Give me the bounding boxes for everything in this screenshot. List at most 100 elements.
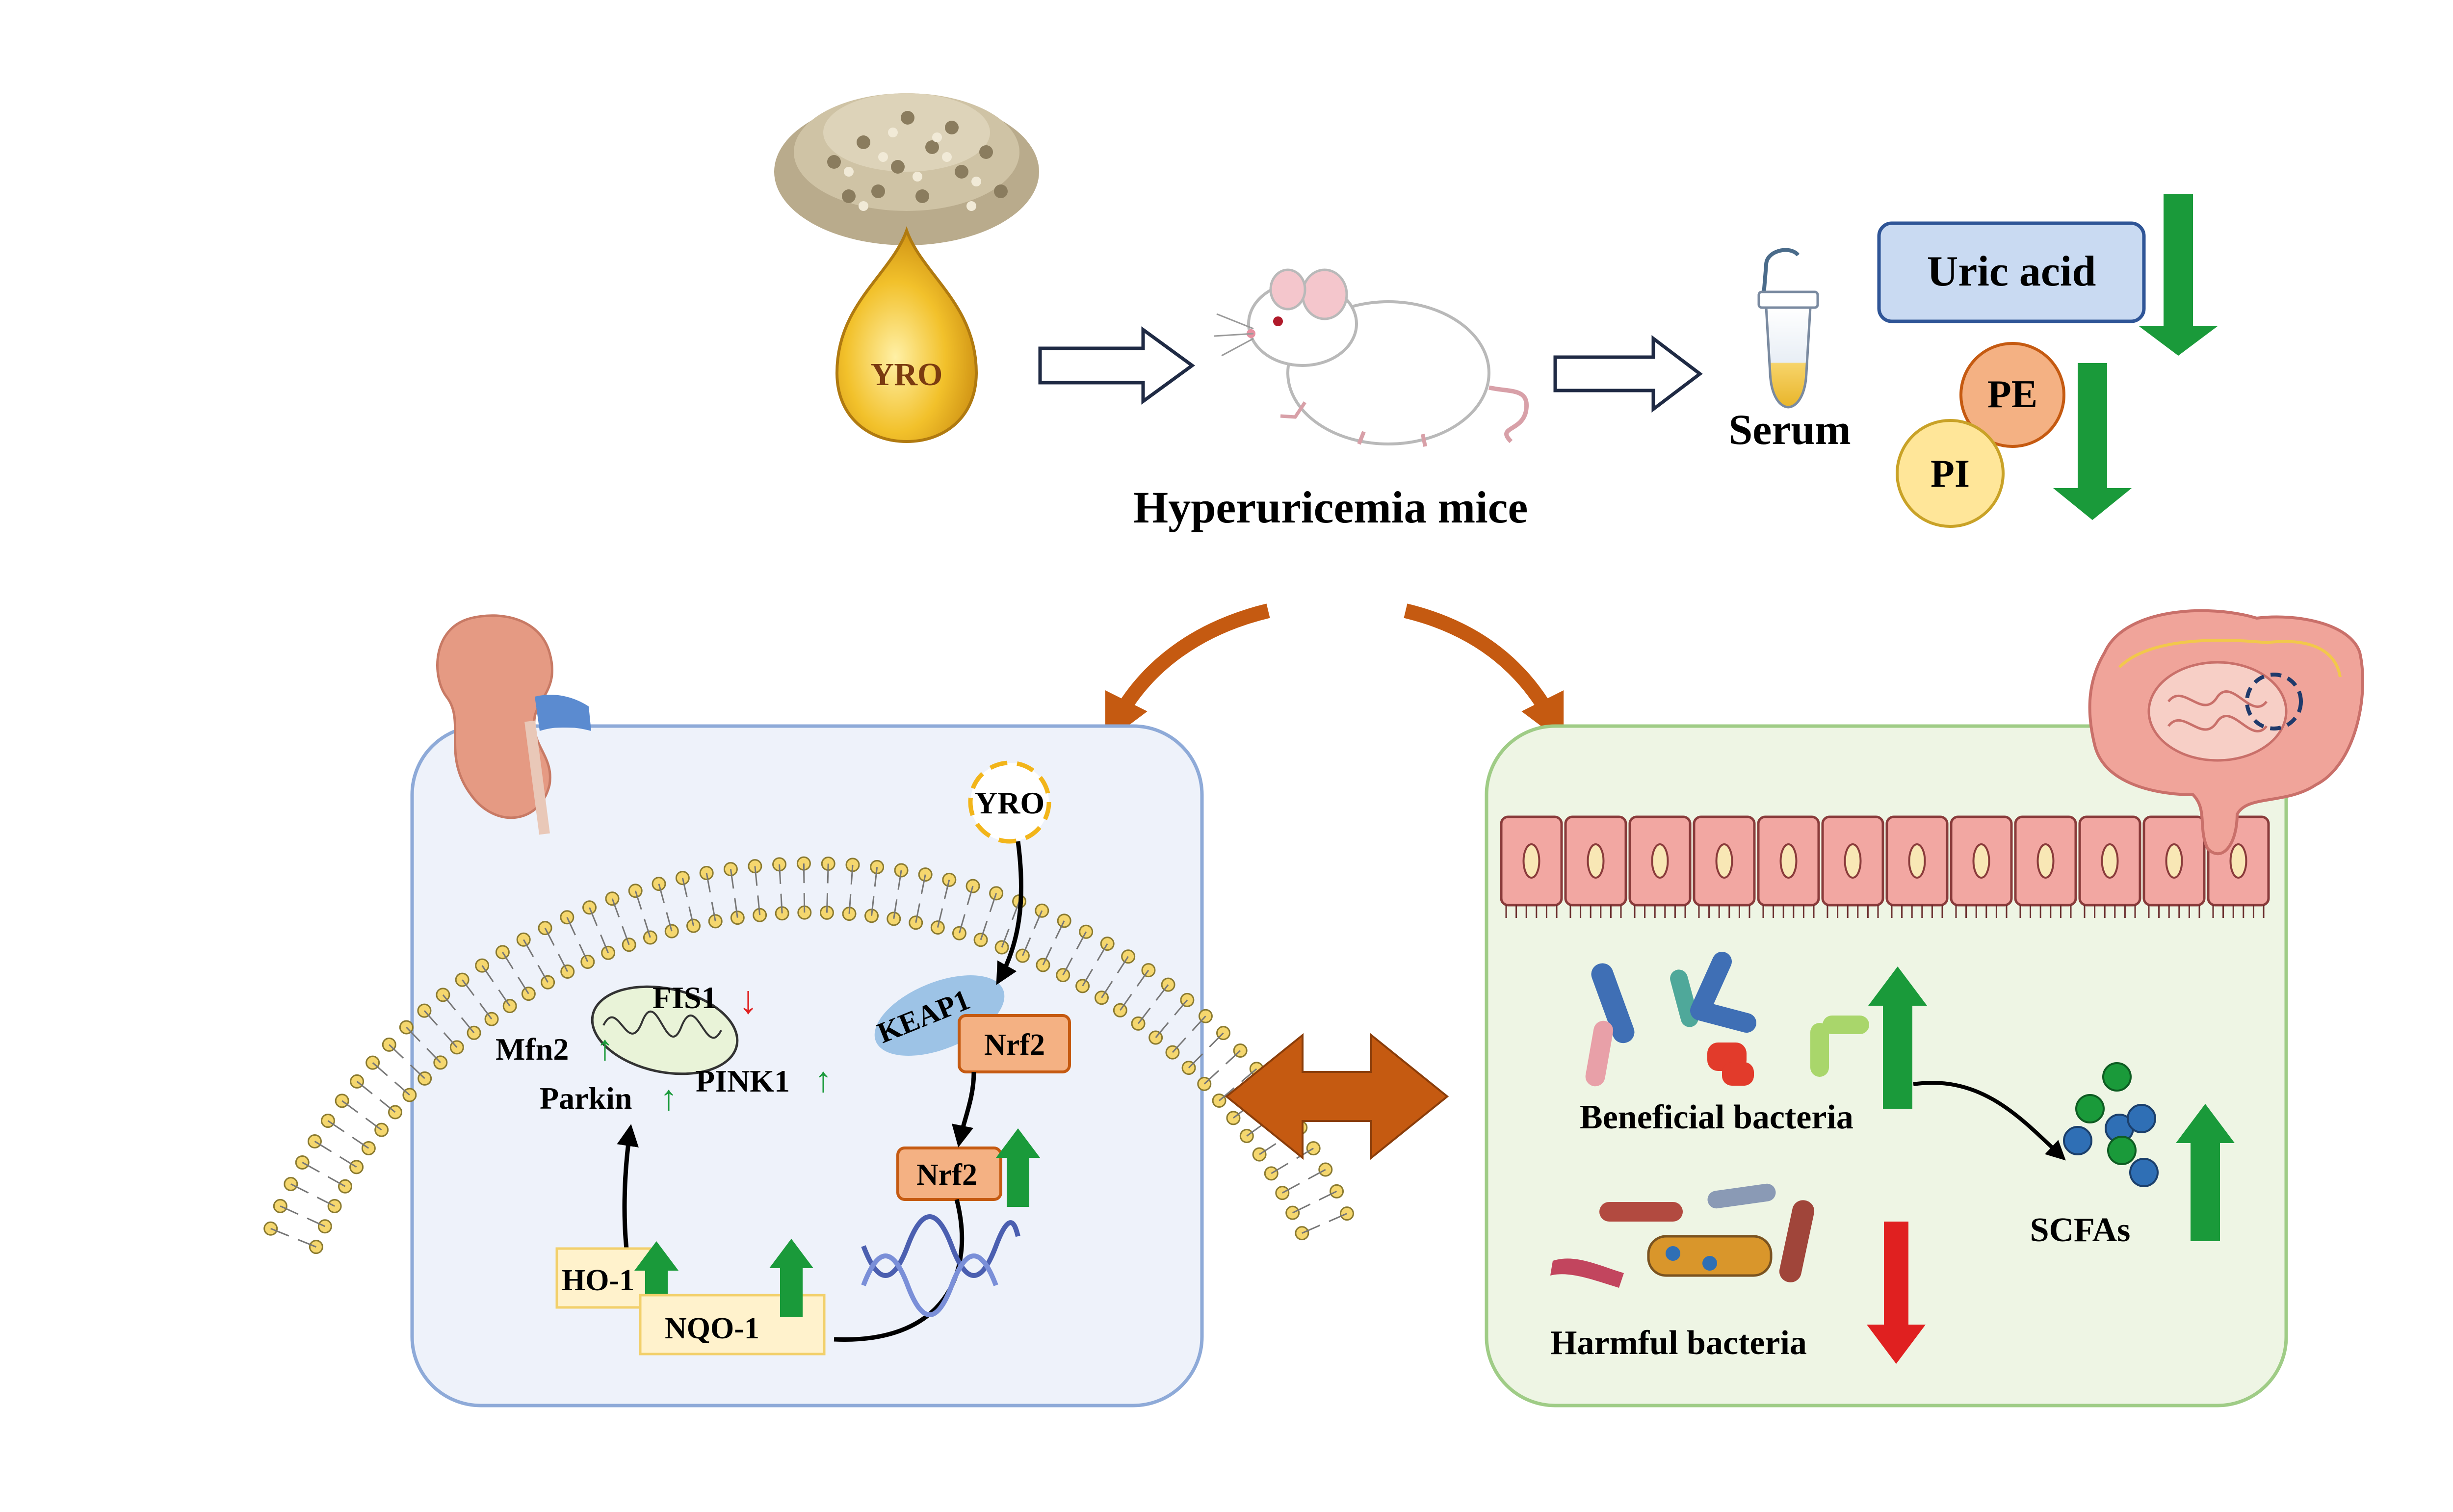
lipid-tail: [410, 1064, 425, 1079]
nqo1-label: NQO-1: [665, 1312, 759, 1345]
mitochondrion-icon: [591, 985, 739, 1075]
lipid-tail: [1307, 1169, 1326, 1180]
lipid-tail: [1033, 910, 1043, 929]
lipid-tail: [566, 917, 576, 936]
lipid-tail: [1101, 981, 1113, 998]
nrf2-bottom-label: Nrf2: [916, 1158, 977, 1192]
cell-nucleus: [1587, 843, 1605, 879]
lipid-tail: [681, 878, 688, 897]
nrf2-top-label: Nrf2: [984, 1028, 1045, 1062]
lipid-tail: [578, 943, 589, 963]
mice-label: Hyperuricemia mice: [1133, 482, 1528, 532]
lipid-tail: [517, 976, 529, 994]
lipid-tail: [307, 1217, 325, 1227]
lipid-tail: [871, 896, 875, 916]
lipid-tail: [352, 1136, 369, 1149]
lipid-tail: [1055, 920, 1065, 939]
lipid-tail: [658, 884, 665, 903]
lipid-tail: [1282, 1183, 1300, 1194]
lipid-tail: [327, 1120, 345, 1133]
lipid-tail: [1174, 999, 1188, 1016]
pi-circle: [1896, 419, 2005, 528]
branch-arrow-left: [1105, 603, 1270, 743]
lipid-tail: [423, 1010, 438, 1026]
lipid-tail: [1203, 1070, 1220, 1085]
lipid-tail: [1172, 1037, 1187, 1053]
lipid-tail: [537, 965, 548, 983]
lipid-tail: [1225, 1050, 1241, 1065]
lipid-tail: [1292, 1203, 1311, 1214]
lipid-tail: [666, 912, 673, 932]
lipid-tail: [1042, 947, 1052, 965]
lipid-tail: [479, 1003, 493, 1020]
cell-nucleus: [1844, 843, 1862, 879]
lipid-tail: [757, 895, 761, 915]
cell-nucleus: [1651, 843, 1669, 879]
lipid-tail: [498, 989, 511, 1007]
lipid-head: [994, 940, 1009, 955]
lipid-tail: [1022, 937, 1031, 956]
lipid-tail: [1120, 993, 1132, 1011]
harmful-down-arrow: [1867, 1222, 1926, 1364]
cell-nucleus: [2036, 843, 2055, 879]
nrf2-box-bottom: [896, 1147, 1002, 1201]
lipid-tail: [1219, 1087, 1235, 1101]
beneficial-bacteria-icon: [1585, 952, 1869, 1087]
pe-label: PE: [1987, 373, 2037, 416]
flow-arrow-2: [1553, 335, 1703, 413]
lipid-tail: [1155, 1022, 1169, 1038]
scfas-label: SCFAs: [2030, 1211, 2131, 1249]
lipid-tail: [1302, 1225, 1321, 1234]
lipid-tail: [915, 903, 920, 923]
cell-membrane: [263, 856, 1354, 1254]
lipid-tail: [874, 867, 878, 887]
lipid-tail: [1011, 901, 1020, 920]
yro-to-keap1-arrow: [996, 841, 1023, 985]
lipid-tail: [589, 907, 598, 926]
lipid-tail: [1117, 956, 1129, 974]
mouse-icon: [1214, 268, 1529, 447]
lipid-tail: [443, 1032, 458, 1048]
uric-acid-label: Uric acid: [1927, 248, 2096, 295]
kidney-icon: [436, 614, 591, 835]
genes-to-parkin-arrow: [617, 1124, 639, 1261]
lipids-down-arrow: [2053, 363, 2132, 520]
lipid-tail: [372, 1062, 388, 1076]
serum-label: Serum: [1728, 406, 1851, 454]
scfas-up-arrow: [2176, 1104, 2235, 1241]
lipid-tail: [1155, 984, 1169, 1001]
lipid-tail: [730, 869, 734, 889]
pe-circle: [1959, 342, 2065, 448]
pink1-label: PINK1: [696, 1064, 790, 1098]
fis1-label: FIS1: [652, 980, 717, 1015]
lipid-tail: [1259, 1143, 1277, 1155]
lipid-tail: [379, 1099, 396, 1113]
beneficial-up-arrow: [1868, 966, 1927, 1109]
lipid-tail: [522, 939, 534, 957]
lipid-tail: [1296, 1147, 1314, 1159]
harmful-label: Harmful bacteria: [1550, 1324, 1807, 1362]
lipid-tail: [1082, 968, 1094, 987]
cell-nucleus: [1715, 843, 1733, 879]
nrf2-up-arrow: [996, 1128, 1040, 1207]
lipid-tail: [920, 874, 926, 894]
lipid-tail: [850, 864, 854, 885]
lipid-tail: [980, 921, 988, 940]
lipid-tail: [302, 1162, 320, 1173]
oil-drop-icon: [835, 226, 978, 443]
lipid-tail: [280, 1205, 299, 1215]
lipid-tail: [1062, 957, 1073, 976]
lipid-tail: [558, 954, 569, 972]
flow-arrow-1: [1038, 326, 1195, 405]
lipid-tail: [803, 893, 806, 913]
lipid-tail: [1137, 1007, 1151, 1024]
dna-helix-icon: [861, 1214, 1020, 1317]
yro-drop-label: YRO: [871, 357, 943, 392]
lipid-tail: [1136, 969, 1149, 987]
lipid-tail: [297, 1239, 316, 1248]
lipid-tail: [389, 1044, 404, 1059]
lipid-tail: [544, 927, 555, 946]
lipid-tail: [1241, 1068, 1257, 1082]
coix-seed-pile-icon: [774, 93, 1039, 245]
